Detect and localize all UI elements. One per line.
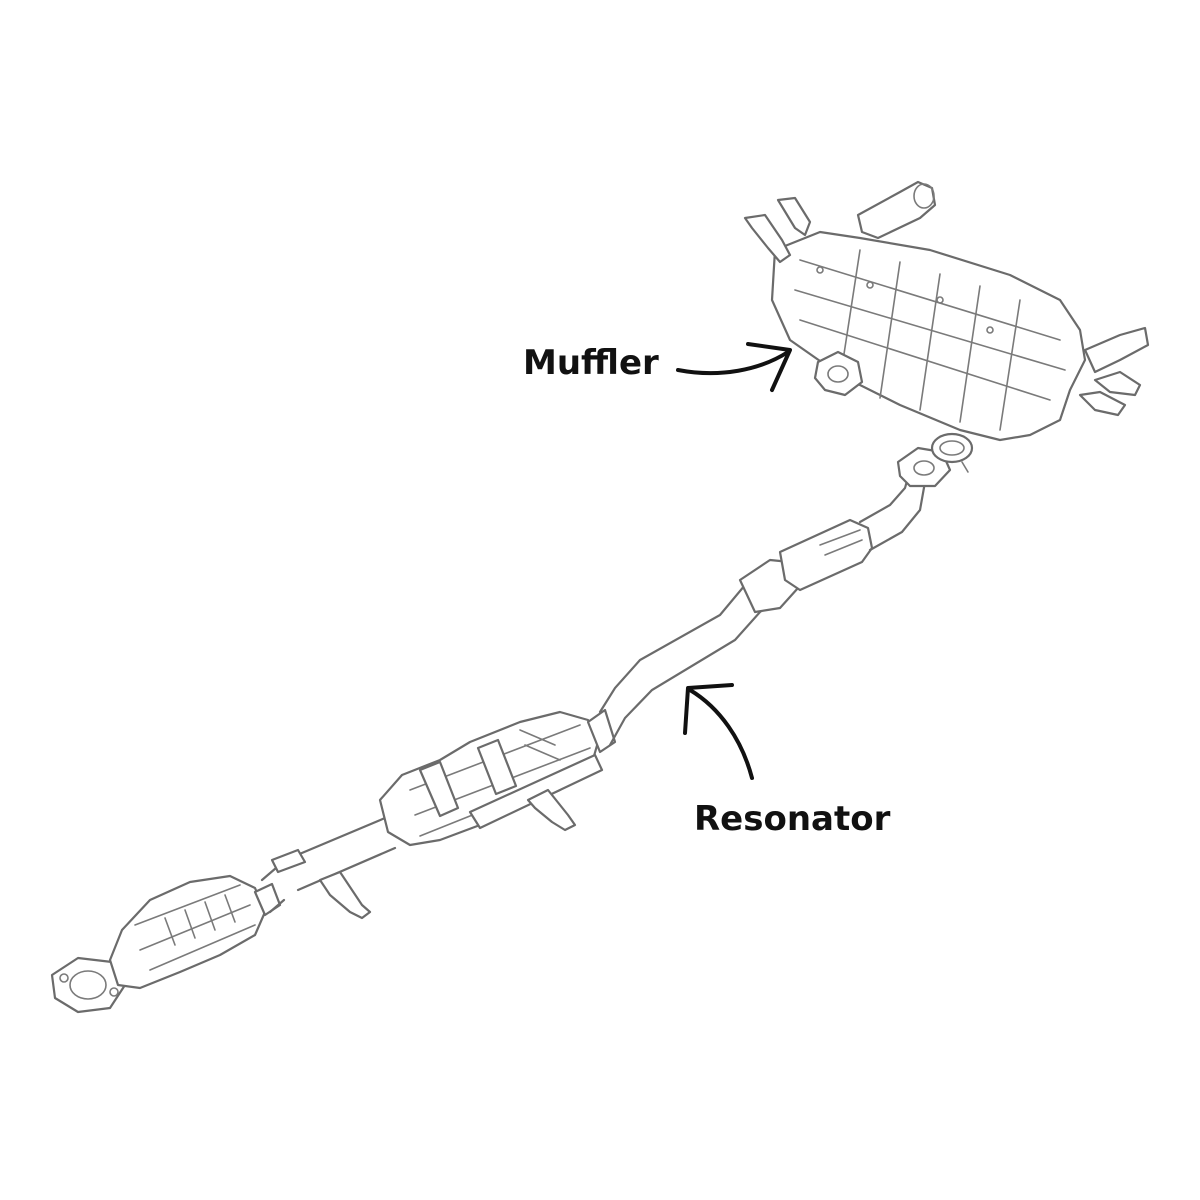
muffler-arrow xyxy=(676,342,792,392)
resonator-label: Resonator xyxy=(694,799,891,839)
front-pipe xyxy=(270,816,397,920)
resonator-assembly xyxy=(378,708,617,847)
resonator-strap-2 xyxy=(476,738,518,796)
pipe-break-left xyxy=(260,866,286,914)
hanger-bracket-mid xyxy=(526,788,577,832)
muffler-hanger-left xyxy=(743,196,812,264)
resonator-arrow xyxy=(683,683,754,780)
intermediate-pipe xyxy=(598,446,952,747)
catalytic-converter xyxy=(50,874,282,1014)
resonator-strap-1 xyxy=(418,760,460,818)
muffler-assembly xyxy=(743,180,1150,442)
hanger-bracket-front xyxy=(318,870,372,920)
gasket-ring xyxy=(930,432,974,473)
muffler-inlet-flange xyxy=(813,350,864,397)
front-flange xyxy=(50,956,127,1014)
muffler-label: Muffler xyxy=(523,343,659,383)
muffler-hanger-right xyxy=(1078,326,1150,417)
tailpipe-tip xyxy=(856,180,937,240)
